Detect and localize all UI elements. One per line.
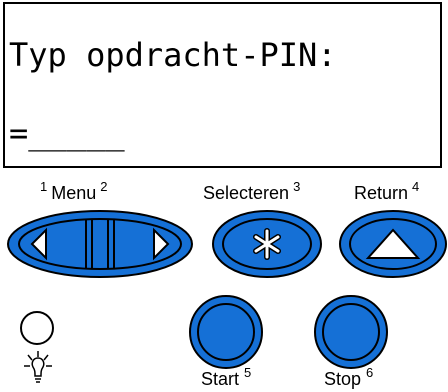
- display-line-2: =_____: [9, 114, 125, 152]
- menu-label-text: Menu: [51, 183, 97, 203]
- start-button[interactable]: [189, 295, 263, 369]
- indicator-light-icon: [20, 311, 54, 345]
- menu-right-number: 2: [100, 179, 108, 194]
- stop-label: Stop 6: [324, 365, 373, 390]
- start-number: 5: [244, 365, 252, 380]
- start-label-text: Start: [201, 369, 240, 389]
- arrow-left-icon[interactable]: [30, 227, 47, 261]
- arrow-up-icon: [365, 228, 421, 259]
- display-line-1: Typ opdracht-PIN:: [9, 36, 337, 74]
- select-number: 3: [293, 179, 301, 194]
- stop-label-text: Stop: [324, 369, 362, 389]
- stop-number: 6: [366, 365, 374, 380]
- menu-left-number: 1: [40, 179, 48, 194]
- stop-button[interactable]: [314, 295, 388, 369]
- arrow-right-icon[interactable]: [153, 227, 170, 261]
- return-number: 4: [412, 179, 420, 194]
- start-label: Start 5: [201, 365, 251, 390]
- select-label-text: Selecteren: [203, 183, 290, 203]
- return-label-text: Return: [354, 183, 409, 203]
- menu-button[interactable]: [7, 210, 193, 278]
- lcd-display: Typ opdracht-PIN: =_____: [3, 2, 442, 168]
- return-button[interactable]: [339, 210, 447, 278]
- select-button[interactable]: [212, 210, 322, 278]
- light-bulb-icon: [24, 351, 52, 383]
